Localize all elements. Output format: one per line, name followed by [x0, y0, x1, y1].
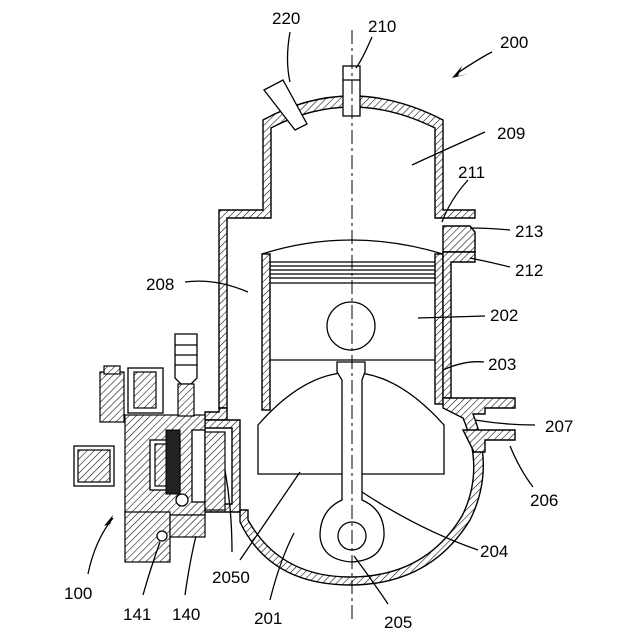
label-205: 205	[384, 613, 412, 632]
label-204: 204	[480, 542, 508, 561]
exhaust-port-wall	[443, 252, 475, 398]
label-211: 211	[458, 163, 485, 182]
cylinder-right-wall	[443, 226, 475, 252]
cylinder-liner-right	[435, 254, 443, 404]
label-140: 140	[172, 605, 200, 624]
label-207: 207	[545, 417, 573, 436]
label-208: 208	[146, 275, 174, 294]
label-206: 206	[530, 491, 558, 510]
carburetor-assembly	[74, 334, 225, 562]
label-212: 212	[515, 261, 543, 280]
label-2050: 2050	[212, 568, 250, 587]
label-202: 202	[490, 306, 518, 325]
transfer-port-wall	[463, 430, 515, 452]
label-210: 210	[368, 17, 396, 36]
label-220: 220	[272, 9, 300, 28]
label-141: 141	[123, 605, 151, 624]
label-203: 203	[488, 355, 516, 374]
label-200: 200	[500, 33, 528, 52]
label-201: 201	[254, 609, 282, 628]
label-209: 209	[497, 124, 525, 143]
label-100: 100	[64, 584, 92, 603]
label-213: 213	[515, 222, 543, 241]
piston-pin	[327, 302, 375, 350]
scavenging-passage-wall	[205, 408, 227, 420]
cylinder-liner-left	[262, 254, 270, 410]
